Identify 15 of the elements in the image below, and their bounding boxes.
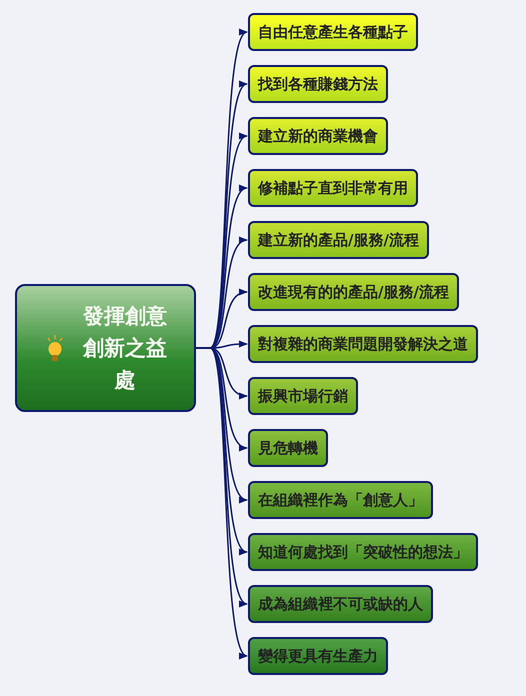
branch-box: 成為組織裡不可或缺的人 xyxy=(248,585,433,623)
branch-box: 變得更具有生產力 xyxy=(248,637,388,675)
topic-box xyxy=(15,284,196,412)
branch-box: 在組織裡作為「創意人」 xyxy=(248,481,433,519)
branch-box: 找到各種賺錢方法 xyxy=(248,65,388,103)
branch-box: 改進現有的的產品/服務/流程 xyxy=(248,273,459,311)
branch-box: 建立新的商業機會 xyxy=(248,117,388,155)
branch-box: 自由任意產生各種點子 xyxy=(248,13,418,51)
branch-box: 修補點子直到非常有用 xyxy=(248,169,418,207)
branch-box: 見危轉機 xyxy=(248,429,328,467)
branch-box: 建立新的產品/服務/流程 xyxy=(248,221,429,259)
branch-box: 振興市場行銷 xyxy=(248,377,358,415)
topic-text: 發揮創意創新之益處 xyxy=(82,303,168,394)
branch-box: 對複雜的商業問題開發解決之道 xyxy=(248,325,478,363)
branch-box: 知道何處找到「突破性的想法」 xyxy=(248,533,478,571)
